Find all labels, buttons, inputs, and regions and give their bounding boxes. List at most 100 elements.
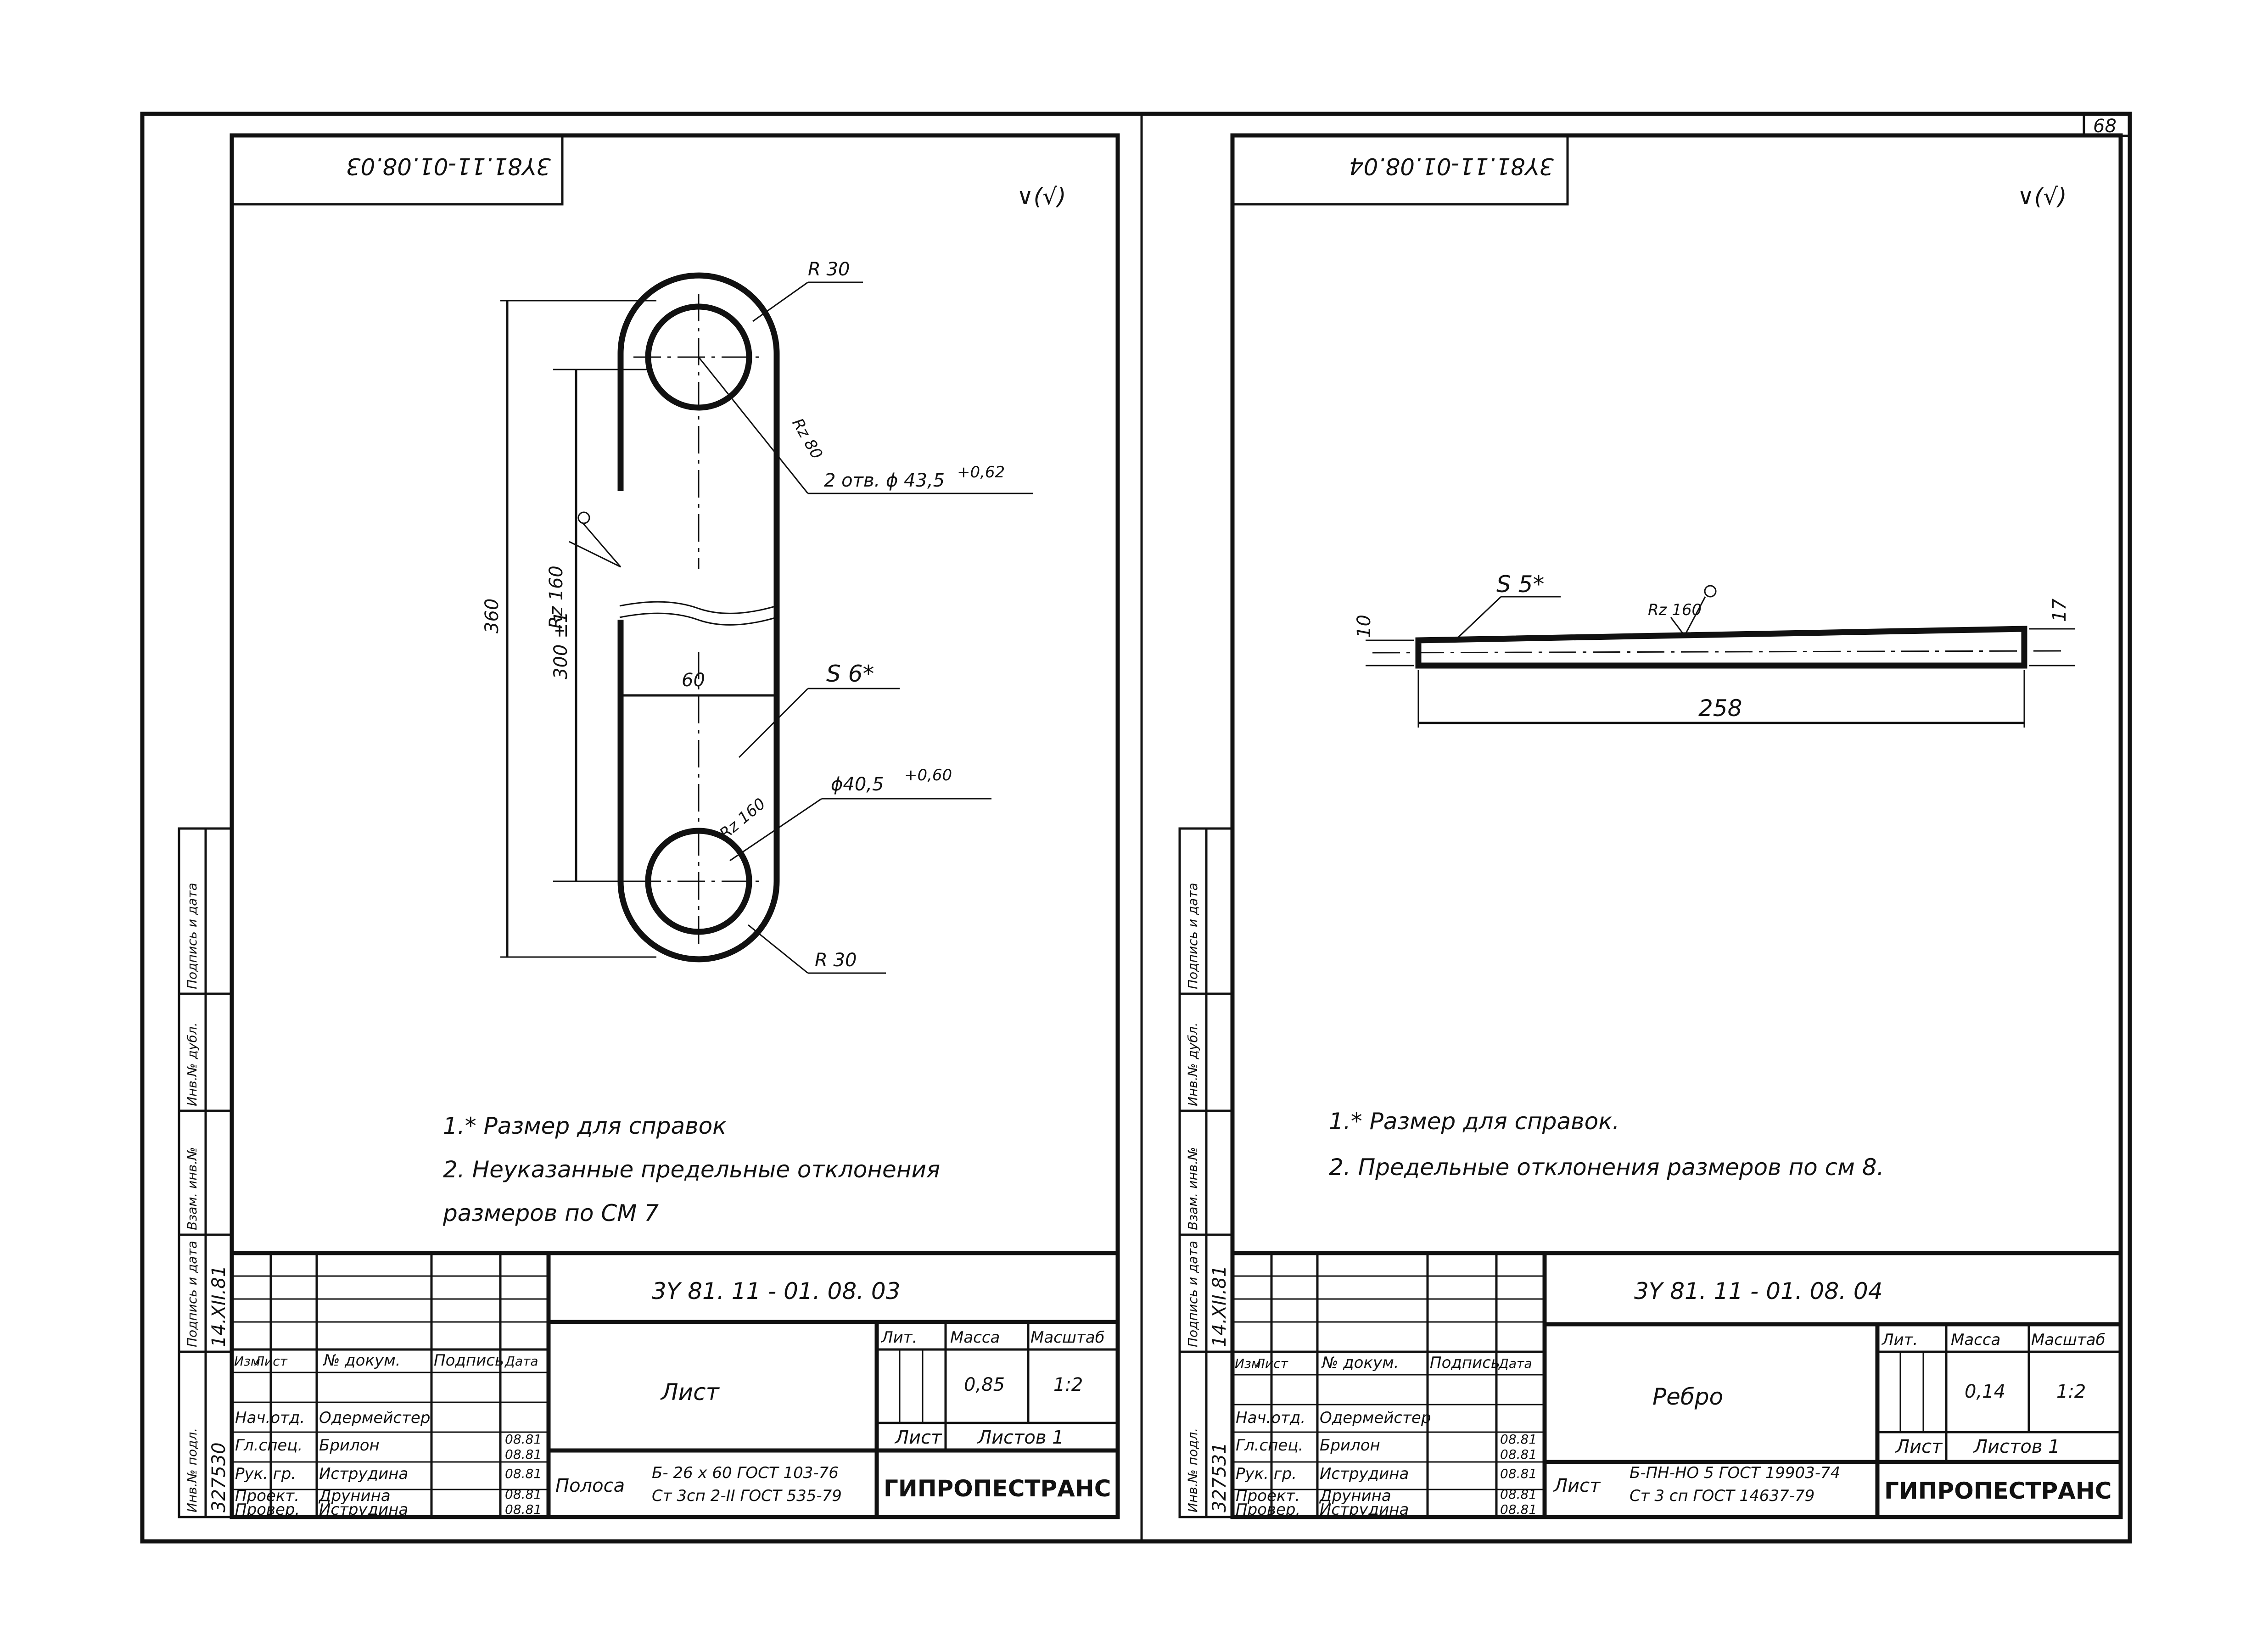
svg-text:Нач.отд.: Нач.отд. bbox=[1236, 1409, 1305, 1427]
svg-text:Взам. инв.№: Взам. инв.№ bbox=[1185, 1147, 1200, 1230]
right-org: ГИПРОПЕСТРАНС bbox=[1884, 1478, 2111, 1504]
svg-text:Изм.: Изм. bbox=[1235, 1356, 1265, 1371]
svg-text:Масштаб: Масштаб bbox=[1030, 1328, 1105, 1347]
svg-text:Одермейстер: Одермейстер bbox=[319, 1409, 430, 1427]
right-roughness-symbol: ∨(√) bbox=[2017, 183, 2066, 210]
svg-text:Иструдина: Иструдина bbox=[1320, 1465, 1409, 1483]
svg-text:08.81: 08.81 bbox=[1500, 1502, 1537, 1517]
left-inner-frame bbox=[230, 133, 1120, 1519]
svg-text:08.81: 08.81 bbox=[1500, 1487, 1537, 1502]
svg-text:08.81: 08.81 bbox=[1500, 1432, 1537, 1447]
svg-text:Дата: Дата bbox=[1498, 1356, 1532, 1371]
right-stamp-box bbox=[1231, 134, 1569, 206]
svg-text:Б- 26 х 60 ГОСТ 103-76: Б- 26 х 60 ГОСТ 103-76 bbox=[652, 1464, 839, 1482]
right-scale: 1:2 bbox=[2056, 1381, 2086, 1402]
svg-text:Подпись и дата: Подпись и дата bbox=[185, 1241, 200, 1347]
svg-text:Масса: Масса bbox=[1951, 1331, 2000, 1349]
left-scale: 1:2 bbox=[1053, 1374, 1083, 1395]
svg-text:Лит.: Лит. bbox=[880, 1328, 917, 1347]
dim-diameter: ϕ40,5 bbox=[831, 774, 884, 795]
svg-text:Одермейстер: Одермейстер bbox=[1320, 1409, 1431, 1427]
right-part-rib bbox=[1372, 626, 2061, 669]
page-number: 68 bbox=[2093, 116, 2117, 137]
right-inv-date: 14.XII.81 bbox=[1209, 1265, 1230, 1347]
outer-frame bbox=[140, 112, 2132, 1544]
svg-text:08.81: 08.81 bbox=[1500, 1466, 1537, 1481]
svg-text:Масса: Масса bbox=[950, 1328, 1000, 1347]
svg-text:Рук. гр.: Рук. гр. bbox=[235, 1465, 296, 1483]
svg-text:Подпись: Подпись bbox=[1430, 1354, 1500, 1372]
svg-text:Подпись и дата: Подпись и дата bbox=[1185, 883, 1200, 989]
dim-radius-top: R 30 bbox=[808, 259, 850, 280]
svg-text:Проект.: Проект. bbox=[235, 1487, 299, 1505]
svg-text:Лист: Лист bbox=[1895, 1436, 1943, 1457]
dim-rz-rib: Rz 160 bbox=[1648, 601, 1702, 619]
dim-holes: 2 отв. ϕ 43,5 bbox=[824, 470, 945, 491]
svg-text:Рук. гр.: Рук. гр. bbox=[1236, 1465, 1297, 1483]
svg-text:Брилон: Брилон bbox=[319, 1436, 380, 1455]
svg-text:Провер.: Провер. bbox=[1236, 1501, 1300, 1519]
svg-text:Лист: Лист bbox=[1553, 1475, 1601, 1496]
left-org: ГИПРОПЕСТРАНС bbox=[884, 1475, 1111, 1502]
svg-text:Гл.спец.: Гл.спец. bbox=[1236, 1436, 1303, 1455]
svg-text:Взам. инв.№: Взам. инв.№ bbox=[185, 1147, 200, 1230]
right-inner-frame bbox=[1230, 133, 2123, 1519]
left-side-strip: Инв.№ подл. Подпись и дата Взам. инв.№ И… bbox=[178, 827, 233, 1518]
svg-text:Лит.: Лит. bbox=[1881, 1331, 1918, 1349]
svg-text:Дата: Дата bbox=[504, 1354, 538, 1369]
svg-text:Друнина: Друнина bbox=[1319, 1487, 1391, 1505]
dim-rz-hole: Rz 80 bbox=[788, 415, 826, 463]
svg-text:Гл.спец.: Гл.спец. bbox=[235, 1436, 302, 1455]
svg-text:Провер.: Провер. bbox=[235, 1501, 300, 1519]
right-drawing-code: 3Y 81. 11 - 01. 08. 04 bbox=[1634, 1278, 1883, 1305]
svg-text:08.81: 08.81 bbox=[505, 1466, 542, 1481]
svg-text:Полоса: Полоса bbox=[555, 1475, 625, 1496]
dim-thickness-rib: S 5* bbox=[1496, 571, 1544, 598]
left-mass: 0,85 bbox=[964, 1374, 1005, 1395]
dim-radius-bottom: R 30 bbox=[815, 950, 857, 971]
dim-width: 60 bbox=[682, 670, 705, 691]
left-part-plate bbox=[617, 272, 780, 963]
svg-text:№ докум.: № докум. bbox=[1321, 1354, 1399, 1372]
note-3: размеров по СМ 7 bbox=[442, 1200, 659, 1226]
rib-note-2: 2. Предельные отклонения размеров по см … bbox=[1329, 1154, 1884, 1181]
svg-text:Иструдина: Иструдина bbox=[319, 1501, 408, 1519]
svg-text:Подпись: Подпись bbox=[434, 1351, 504, 1370]
note-2: 2. Неуказанные предельные отклонения bbox=[443, 1156, 940, 1183]
svg-text:Брилон: Брилон bbox=[1320, 1436, 1380, 1455]
svg-text:08.81: 08.81 bbox=[505, 1447, 542, 1462]
dim-rz-left: Rz 160 bbox=[546, 566, 567, 629]
svg-text:08.81: 08.81 bbox=[505, 1502, 542, 1517]
svg-text:08.81: 08.81 bbox=[505, 1487, 542, 1502]
dim-thickness: S 6* bbox=[826, 661, 874, 687]
right-stamp-code: 3Y81.11-01.08.04 bbox=[1349, 153, 1554, 179]
left-stamp-code: 3Y81.11-01.08.03 bbox=[346, 153, 551, 179]
svg-text:Изм.: Изм. bbox=[234, 1354, 264, 1369]
dim-diameter-tol: +0,60 bbox=[904, 766, 952, 784]
svg-text:№ докум.: № докум. bbox=[323, 1351, 401, 1370]
svg-text:Ст 3сп 2-II ГОСТ 535-79: Ст 3сп 2-II ГОСТ 535-79 bbox=[652, 1487, 842, 1505]
right-part-name: Ребро bbox=[1652, 1383, 1723, 1410]
svg-text:Инв.№ дубл.: Инв.№ дубл. bbox=[1185, 1022, 1200, 1106]
left-inv-number: 327530 bbox=[208, 1442, 230, 1512]
svg-text:Лист: Лист bbox=[1255, 1356, 1288, 1371]
rib-note-1: 1.* Размер для справок. bbox=[1329, 1108, 1619, 1135]
svg-text:Масштаб: Масштаб bbox=[2031, 1331, 2106, 1349]
svg-text:Подпись и дата: Подпись и дата bbox=[1185, 1241, 1200, 1347]
svg-text:Иструдина: Иструдина bbox=[319, 1465, 408, 1483]
right-side-strip: Инв.№ подл. Подпись и дата Взам. инв.№ И… bbox=[1178, 827, 1234, 1518]
left-inv-date: 14.XII.81 bbox=[208, 1265, 230, 1347]
left-title-block: Изм. Лист № докум. Подпись Дата Нач.отд.… bbox=[230, 1251, 1120, 1519]
right-sheet: 3Y81.11-01.08.04 ∨(√) 10 17 258 S 5* Rz … bbox=[1178, 133, 2123, 1519]
svg-text:Листов 1: Листов 1 bbox=[977, 1427, 1064, 1448]
dim-right-height: 17 bbox=[2049, 599, 2070, 622]
right-mass: 0,14 bbox=[1965, 1381, 2005, 1402]
left-sheet: 3Y81.11-01.08.03 ∨(√) 360 300 ±1 bbox=[178, 133, 1120, 1519]
svg-text:Инв.№ подл.: Инв.№ подл. bbox=[1185, 1428, 1200, 1512]
svg-text:Б-ПН-НО 5 ГОСТ 19903-74: Б-ПН-НО 5 ГОСТ 19903-74 bbox=[1630, 1464, 1840, 1482]
svg-text:Проект.: Проект. bbox=[1236, 1487, 1300, 1505]
left-drawing-code: 3Y 81. 11 - 01. 08. 03 bbox=[652, 1278, 901, 1305]
dim-left-height: 10 bbox=[1354, 615, 1375, 638]
right-title-block: Изм. Лист № докум. Подпись Дата Нач.отд.… bbox=[1230, 1251, 2123, 1519]
